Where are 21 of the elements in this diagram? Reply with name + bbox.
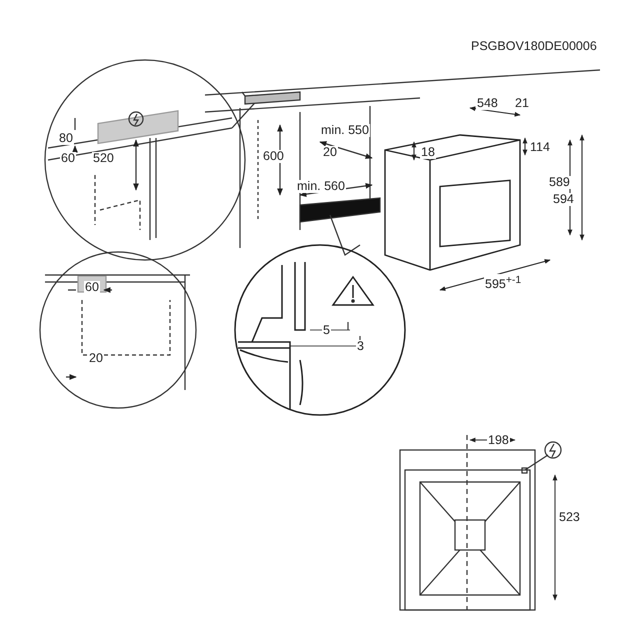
dimension-label: 595$^{+-1}$ — [484, 274, 522, 292]
dimension-label: 5 — [322, 324, 331, 337]
dimension-label: 80 — [58, 132, 74, 145]
dimension-label: 523 — [558, 511, 581, 524]
dimension-label: 60 — [60, 152, 76, 165]
dimension-label: 198 — [487, 434, 510, 447]
dimension-label: 60 — [84, 281, 100, 294]
dimension-label: min. 550 — [320, 124, 370, 137]
dimension-label: 548 — [476, 97, 499, 110]
dimension-label: min. 560 — [296, 180, 346, 193]
dimension-label: 114 — [529, 141, 551, 154]
dimension-label: 21 — [514, 97, 530, 110]
document-code: PSGBOV180DE00006 — [470, 40, 598, 53]
dimension-label: 20 — [322, 146, 338, 159]
dimension-label: 600 — [262, 150, 285, 163]
dimension-label: 589 — [548, 176, 571, 189]
dimension-label: 3 — [356, 340, 365, 353]
dimension-label: 18 — [420, 146, 436, 159]
dimension-label: 20 — [88, 352, 104, 365]
dimension-label: 520 — [92, 152, 115, 165]
dimension-label: 594 — [552, 193, 575, 206]
